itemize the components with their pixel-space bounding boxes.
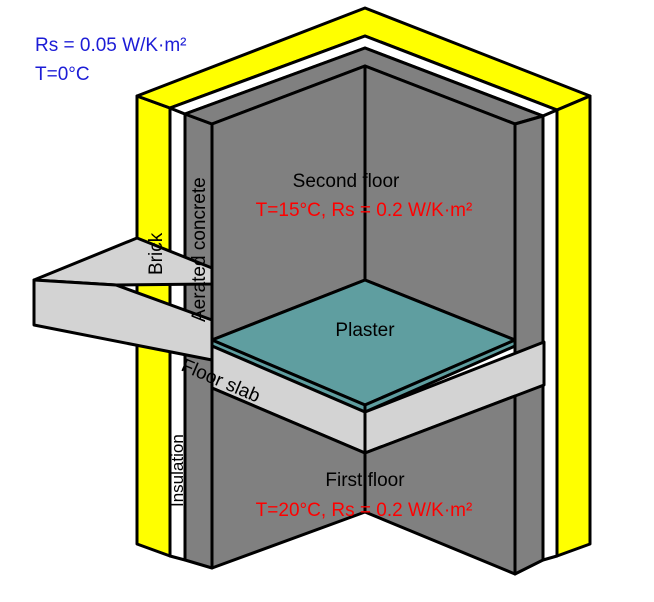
outside-rs-label: Rs = 0.05 W/K·m²: [35, 35, 187, 56]
second-floor-name: Second floor: [293, 171, 400, 192]
plaster-label: Plaster: [335, 320, 395, 341]
second-floor-conditions: T=15°C, Rs = 0.2 W/K·m²: [256, 200, 473, 221]
first-floor-right-wall: [363, 394, 517, 576]
plaster-edge-right: [363, 338, 517, 414]
slab-front-right: [363, 340, 546, 455]
outside-temp-label: T=0°C: [35, 64, 90, 85]
first-floor-conditions: T=20°C, Rs = 0.2 W/K·m²: [256, 500, 473, 521]
brick-label: Brick: [146, 232, 167, 275]
brick-right-face: [555, 94, 592, 558]
first-floor-name: First floor: [325, 470, 405, 491]
aerated-concrete-label: Aerated concrete: [189, 177, 210, 322]
insulation-right-face: [541, 108, 559, 562]
insulation-label: Insulation: [168, 434, 187, 507]
